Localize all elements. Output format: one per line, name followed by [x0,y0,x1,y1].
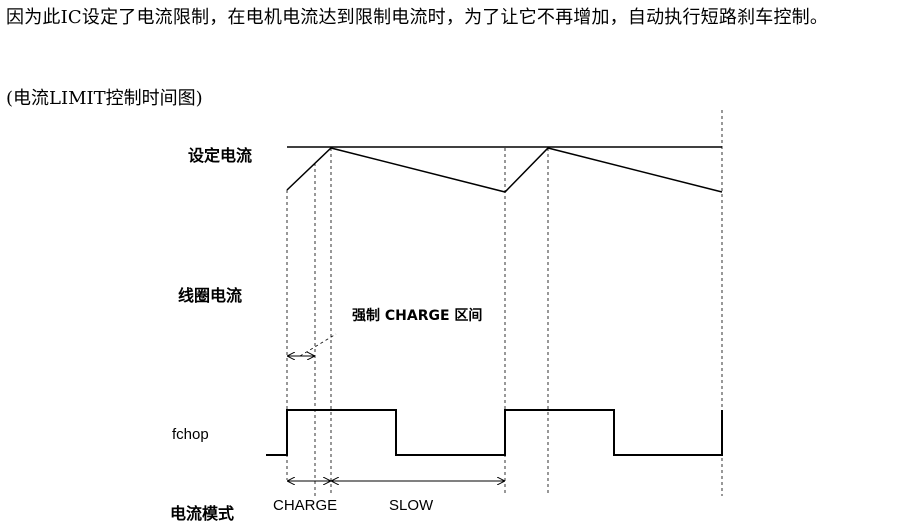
current-mode-label: 电流模式 [170,504,235,523]
forced-charge-leader [299,333,337,357]
charge-mode-label: CHARGE [273,497,338,514]
diagram-caption: (电流LIMIT控制时间图) [6,88,203,109]
fchop-label: fchop [172,426,209,443]
slow-mode-label: SLOW [389,497,434,514]
set-current-label: 设定电流 [188,146,253,165]
coil-current-label: 线圈电流 [178,286,243,305]
fchop-waveform [266,409,723,456]
coil-current-waveform [286,147,723,193]
intro-paragraph: 因为此IC设定了电流限制，在电机电流达到限制电流时，为了让它不再增加，自动执行短… [6,7,829,28]
forced-charge-label: 强制 CHARGE 区间 [352,308,483,324]
